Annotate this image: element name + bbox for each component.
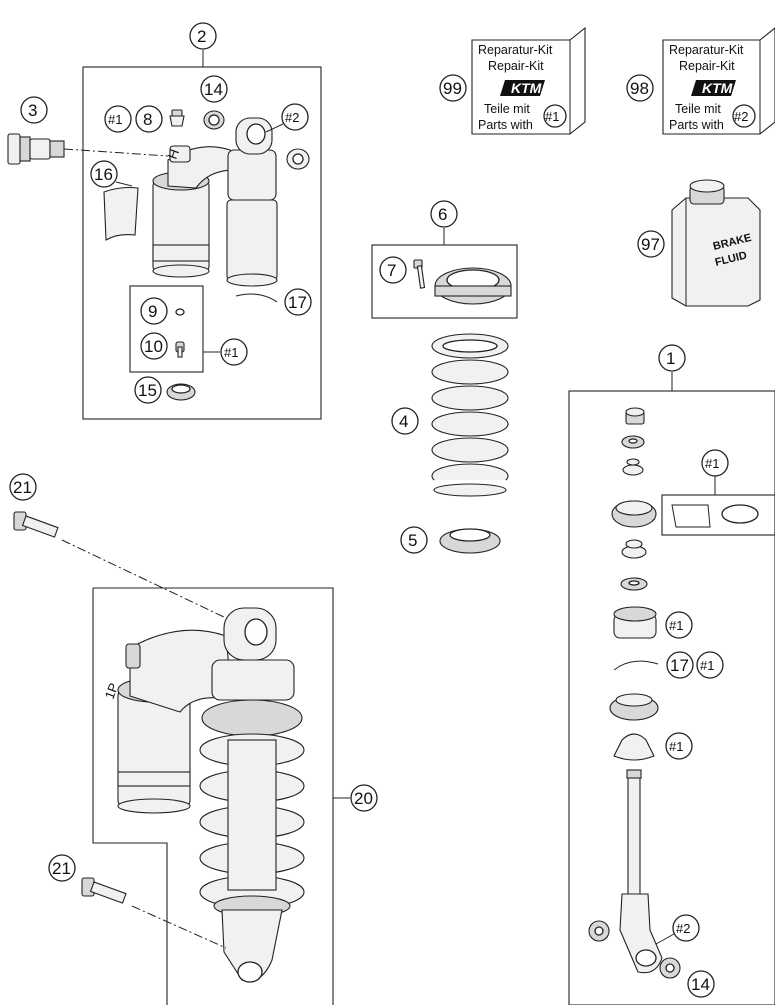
svg-text:4: 4 <box>399 412 408 431</box>
part-17-circlip <box>235 293 278 303</box>
ref-h1-a: #1 <box>104 105 132 133</box>
callout-17: 17 <box>284 288 312 316</box>
svg-text:#1: #1 <box>108 112 122 127</box>
kit98-ref: #2 <box>734 109 748 124</box>
svg-text:#1: #1 <box>705 456 719 471</box>
svg-text:3: 3 <box>28 101 37 120</box>
callout-21-a: 21 <box>9 473 37 501</box>
reservoir-marking-2: 1P <box>102 681 122 701</box>
svg-text:#2: #2 <box>285 110 299 125</box>
svg-text:6: 6 <box>438 205 447 224</box>
ktm-logo <box>500 80 545 96</box>
svg-text:21: 21 <box>52 859 71 878</box>
part-21-bolt-top <box>13 511 227 619</box>
part-20-box <box>92 587 350 1005</box>
callout-8: 8 <box>135 105 163 133</box>
svg-text:16: 16 <box>94 165 113 184</box>
kit98-line4: Parts with <box>669 118 724 132</box>
svg-text:5: 5 <box>408 531 417 550</box>
svg-text:2: 2 <box>197 27 206 46</box>
svg-text:#1: #1 <box>224 345 238 360</box>
group-box-1 <box>568 372 775 1005</box>
ref-h1-b: #1 <box>220 338 248 366</box>
damper-shaft-stack <box>588 407 681 979</box>
svg-text:1: 1 <box>666 349 675 368</box>
svg-text:14: 14 <box>691 975 710 994</box>
part-3-adjuster <box>7 133 169 165</box>
group-box-2 <box>82 50 322 420</box>
kit99-line3: Teile mit <box>484 102 530 116</box>
ref-h2-a: #2 <box>265 103 309 133</box>
ref-h1-f: #1 <box>665 732 693 760</box>
kit-98-box: Reparatur-Kit Repair-Kit KTM Teile mit P… <box>662 27 775 135</box>
part-15-seal <box>166 383 196 401</box>
callout-1: 1 <box>658 344 686 372</box>
callout-20: 20 <box>350 784 378 812</box>
svg-text:7: 7 <box>387 261 396 280</box>
svg-text:14: 14 <box>204 80 223 99</box>
callout-16: 16 <box>90 160 118 188</box>
ktm-logo <box>691 80 736 96</box>
svg-text:21: 21 <box>13 478 32 497</box>
kit-99-box: Reparatur-Kit Repair-Kit KTM Teile mit P… <box>471 26 586 135</box>
ref-h1-e: #1 <box>696 651 724 679</box>
kit99-ref: #1 <box>545 109 559 124</box>
svg-text:10: 10 <box>144 337 163 356</box>
callout-10: 10 <box>140 332 168 360</box>
callout-97: 97 <box>637 230 665 258</box>
callout-21-b: 21 <box>48 854 76 882</box>
ref-h1-c: #1 <box>701 449 729 477</box>
group-box-6 <box>371 228 518 319</box>
callout-7: 7 <box>379 256 407 284</box>
svg-text:#1: #1 <box>669 739 683 754</box>
kit98-logo: KTM <box>702 80 733 96</box>
part-21-bolt-bottom <box>81 877 227 949</box>
svg-text:97: 97 <box>641 235 660 254</box>
svg-text:98: 98 <box>630 79 649 98</box>
kit99-logo: KTM <box>511 80 542 96</box>
kit98-line2: Repair-Kit <box>679 59 735 73</box>
part-5-spring-seat <box>439 528 501 554</box>
kit99-line1: Reparatur-Kit <box>478 43 553 57</box>
svg-text:8: 8 <box>143 110 152 129</box>
svg-text:#2: #2 <box>676 921 690 936</box>
callout-98: 98 <box>626 74 654 102</box>
part-4-spring <box>431 333 509 497</box>
svg-text:15: 15 <box>138 381 157 400</box>
svg-text:#1: #1 <box>669 618 683 633</box>
callout-9: 9 <box>140 297 168 325</box>
kit98-line3: Teile mit <box>675 102 721 116</box>
callout-99: 99 <box>439 74 467 102</box>
svg-text:20: 20 <box>354 789 373 808</box>
kit99-line2: Repair-Kit <box>488 59 544 73</box>
kit98-line1: Reparatur-Kit <box>669 43 744 57</box>
ref-h2-b: #2 <box>655 914 700 945</box>
part-20-assembled-shock: 1P <box>102 607 305 983</box>
svg-text:#1: #1 <box>700 658 714 673</box>
callout-14: 14 <box>200 75 228 103</box>
callout-17-b: 17 <box>666 651 694 679</box>
ref-h1-d: #1 <box>665 611 693 639</box>
damper-body: H <box>152 109 310 287</box>
part-97-brake-fluid-bottle: BRAKE FLUID <box>671 179 761 307</box>
subbox-9-10 <box>129 285 220 373</box>
kit99-line4: Parts with <box>478 118 533 132</box>
callout-3: 3 <box>20 96 48 124</box>
part-16-cover <box>103 181 139 241</box>
callout-6: 6 <box>430 200 458 228</box>
callout-2: 2 <box>189 22 217 50</box>
svg-text:17: 17 <box>670 656 689 675</box>
callout-4: 4 <box>391 407 419 435</box>
svg-text:99: 99 <box>443 79 462 98</box>
callout-15: 15 <box>134 376 162 404</box>
callout-5: 5 <box>400 526 428 554</box>
svg-text:9: 9 <box>148 302 157 321</box>
svg-text:17: 17 <box>288 293 307 312</box>
callout-14-b: 14 <box>687 970 715 998</box>
